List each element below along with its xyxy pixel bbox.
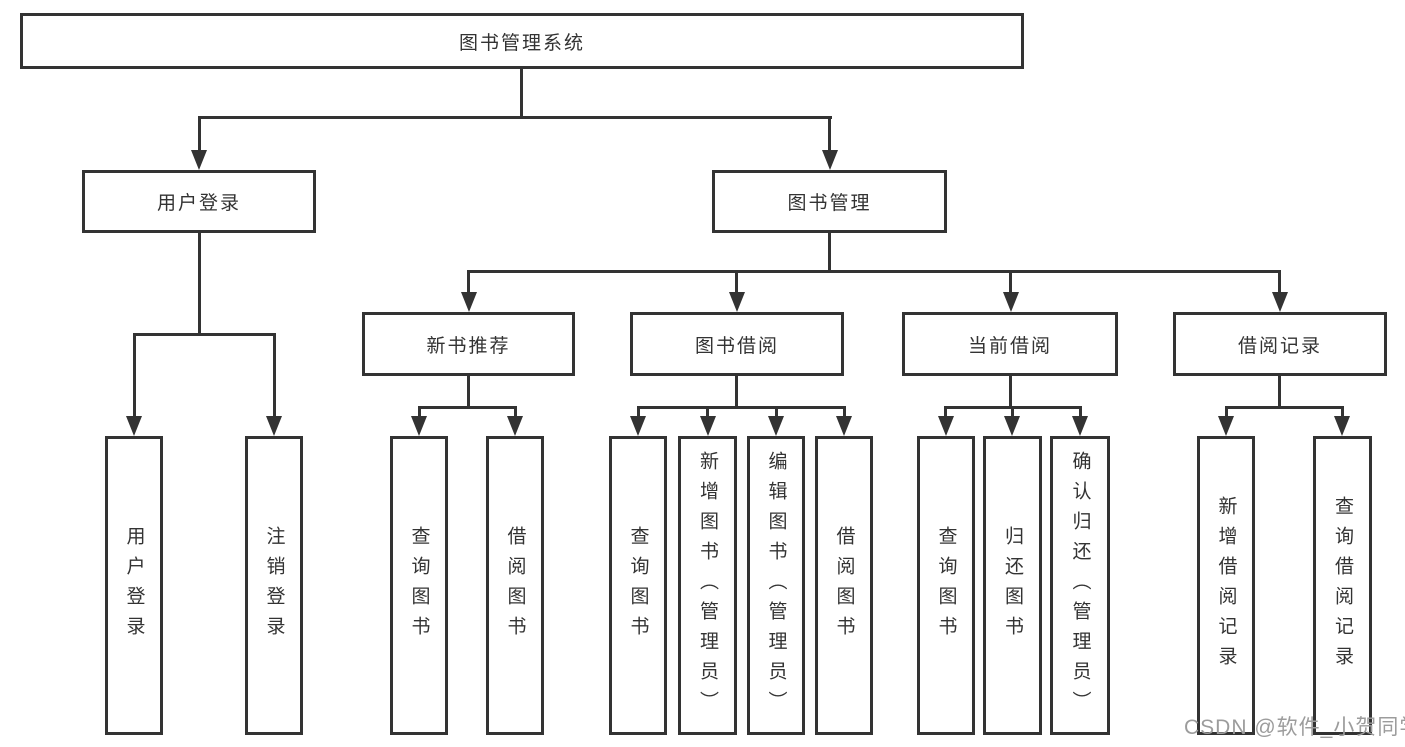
edge-line [520, 69, 523, 119]
node-book-management: 图书管理 [712, 170, 947, 233]
node-label: 查询图书 [935, 525, 957, 646]
node-label: 注销登录 [263, 525, 285, 646]
node-label: 查询图书 [408, 525, 430, 646]
edge-line [418, 406, 421, 417]
edge-line [198, 233, 201, 336]
edge-line [1225, 406, 1344, 409]
arrowhead-icon [729, 292, 745, 312]
edge-line [273, 333, 276, 417]
edge-line [637, 406, 640, 417]
arrowhead-icon [836, 416, 852, 436]
edge-line [706, 406, 709, 417]
edge-line [1278, 270, 1281, 294]
node-label: 查询图书 [627, 525, 649, 646]
arrowhead-icon [768, 416, 784, 436]
node-current-borrowing: 当前借阅 [902, 312, 1118, 376]
edge-line [1341, 406, 1344, 417]
node-label: 确认归还（管理员） [1069, 450, 1091, 721]
node-library-management-system: 图书管理系统 [20, 13, 1024, 69]
arrowhead-icon [411, 416, 427, 436]
node-borrow-books-recommend: 借阅图书 [486, 436, 544, 735]
edge-line [1225, 406, 1228, 417]
node-label: 查询借阅记录 [1332, 495, 1353, 676]
edge-line [1079, 406, 1082, 417]
node-user-login-leaf: 用户登录 [105, 436, 163, 735]
edge-line [1009, 270, 1012, 294]
arrowhead-icon [938, 416, 954, 436]
arrowhead-icon [700, 416, 716, 436]
node-confirm-return-admin: 确认归还（管理员） [1050, 436, 1110, 735]
arrowhead-icon [822, 150, 838, 170]
edge-line [828, 233, 831, 273]
arrowhead-icon [1004, 416, 1020, 436]
edge-line [467, 376, 470, 408]
arrowhead-icon [507, 416, 523, 436]
node-add-borrow-record: 新增借阅记录 [1197, 436, 1255, 735]
edge-line [418, 406, 517, 409]
arrowhead-icon [630, 416, 646, 436]
node-book-borrowing: 图书借阅 [630, 312, 844, 376]
node-label: 编辑图书（管理员） [765, 450, 787, 721]
edge-line [1011, 406, 1014, 417]
node-logout: 注销登录 [245, 436, 303, 735]
edge-line [735, 270, 738, 294]
edge-line [467, 270, 1281, 273]
edge-line [843, 406, 846, 417]
node-query-borrow-record: 查询借阅记录 [1313, 436, 1372, 735]
node-edit-books-admin: 编辑图书（管理员） [747, 436, 805, 735]
node-label: 归还图书 [1002, 525, 1023, 646]
arrowhead-icon [1003, 292, 1019, 312]
node-new-book-recommendation: 新书推荐 [362, 312, 575, 376]
edge-line [133, 333, 275, 336]
edge-line [1009, 376, 1012, 408]
edge-line [198, 116, 832, 119]
arrowhead-icon [1218, 416, 1234, 436]
edge-line [828, 116, 831, 152]
node-query-books-borrowing: 查询图书 [609, 436, 667, 735]
arrowhead-icon [1272, 292, 1288, 312]
edge-line [775, 406, 778, 417]
arrowhead-icon [126, 416, 142, 436]
node-return-books: 归还图书 [983, 436, 1042, 735]
arrowhead-icon [1334, 416, 1350, 436]
arrowhead-icon [191, 150, 207, 170]
node-label: 借阅图书 [504, 525, 526, 646]
node-user-login: 用户登录 [82, 170, 316, 233]
node-add-books-admin: 新增图书（管理员） [678, 436, 737, 735]
node-label: 用户登录 [123, 525, 145, 646]
node-query-books-current: 查询图书 [917, 436, 975, 735]
node-borrowing-records: 借阅记录 [1173, 312, 1387, 376]
arrowhead-icon [1072, 416, 1088, 436]
node-label: 借阅图书 [833, 525, 855, 646]
edge-line [467, 270, 470, 294]
edge-line [198, 116, 201, 152]
node-label: 新增图书（管理员） [697, 450, 718, 721]
edge-line [514, 406, 517, 417]
watermark-text: CSDN @软件_小贺同学 [1184, 716, 1405, 739]
node-borrow-books-borrowing: 借阅图书 [815, 436, 873, 735]
arrowhead-icon [266, 416, 282, 436]
node-query-books-recommend: 查询图书 [390, 436, 448, 735]
node-label: 新增借阅记录 [1215, 495, 1237, 676]
edge-line [1278, 376, 1281, 408]
edge-line [637, 406, 846, 409]
edge-line [944, 406, 947, 417]
edge-line [133, 333, 136, 417]
arrowhead-icon [461, 292, 477, 312]
edge-line [735, 376, 738, 408]
